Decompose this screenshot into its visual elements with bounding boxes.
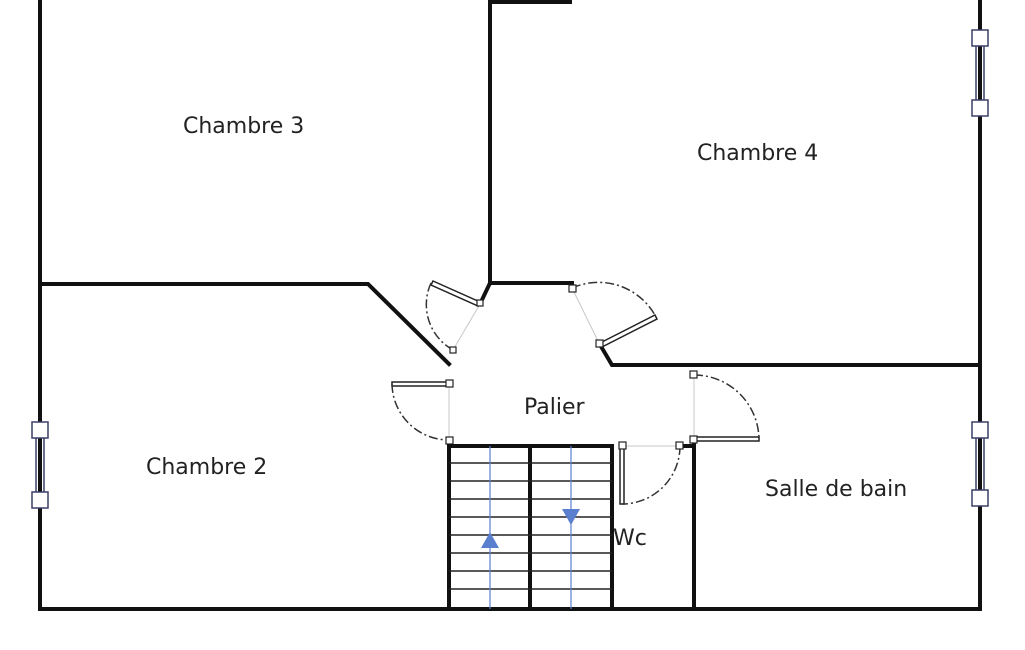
label-palier: Palier <box>524 395 586 420</box>
label-chambre-4: Chambre 4 <box>697 141 818 166</box>
arrow-up-icon <box>481 532 499 548</box>
window-chambre2 <box>31 421 49 509</box>
opening-lines <box>448 287 695 447</box>
door-wc <box>618 441 684 505</box>
label-chambre-3: Chambre 3 <box>183 114 304 139</box>
stair-treads <box>449 462 612 590</box>
label-salle-de-bain: Salle de bain <box>765 477 907 502</box>
door-chambre4 <box>568 281 659 349</box>
door-chambre3 <box>425 280 484 354</box>
window-salle-de-bain <box>971 421 989 507</box>
window-chambre4 <box>971 29 989 117</box>
label-wc: Wc <box>613 526 647 551</box>
interior-walls <box>38 0 982 611</box>
door-chambre2 <box>391 379 454 445</box>
staircase <box>447 444 614 611</box>
arrow-down-icon <box>562 509 580 525</box>
label-chambre-2: Chambre 2 <box>146 455 267 480</box>
door-salle-de-bain <box>689 370 760 444</box>
